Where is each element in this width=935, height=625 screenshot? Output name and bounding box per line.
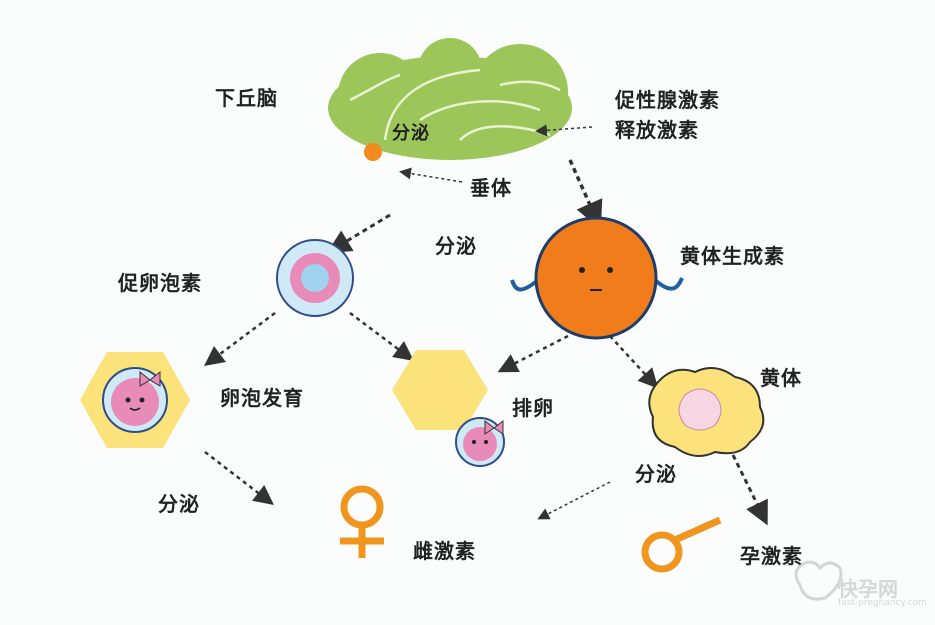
estrogen-label: 雌激素 — [413, 539, 476, 563]
corpus-luteum-icon — [648, 367, 765, 457]
gnrh-label-line2: 释放激素 — [615, 118, 699, 142]
progesterone-symbol-icon — [641, 516, 722, 573]
fsh-label: 促卵泡素 — [118, 271, 202, 295]
hypothalamus-label: 下丘脑 — [215, 86, 278, 110]
ovulation-label: 排卵 — [512, 396, 554, 420]
follicle-development-label: 卵泡发育 — [220, 386, 304, 410]
secrete-luteum-label: 分泌 — [635, 462, 677, 486]
progesterone-label: 孕激素 — [740, 544, 803, 568]
pituitary-label: 垂体 — [470, 176, 512, 200]
brain-icon — [328, 38, 572, 160]
secrete-brain-label: 分泌 — [392, 123, 430, 144]
watermark-logo-icon — [794, 560, 843, 601]
fsh-cell-icon — [276, 239, 354, 317]
ovum-icon — [455, 417, 505, 467]
lh-face-icon — [510, 216, 684, 340]
estrogen-symbol-icon — [340, 485, 384, 558]
gnrh-label-line1: 促性腺激素 — [615, 88, 720, 112]
lh-label: 黄体生成素 — [680, 244, 785, 268]
ovulation-hexagon-icon — [392, 350, 488, 430]
secrete-pituitary-label: 分泌 — [435, 234, 477, 258]
watermark-brand: 快孕网 — [838, 577, 898, 601]
arrows — [203, 124, 768, 526]
follicle-development-icon — [80, 352, 190, 448]
secrete-follicle-label: 分泌 — [158, 492, 200, 516]
corpus-luteum-label: 黄体 — [760, 366, 802, 390]
pituitary-dot-icon — [364, 143, 382, 161]
watermark-url: fast-pregnancy.com — [838, 598, 927, 608]
